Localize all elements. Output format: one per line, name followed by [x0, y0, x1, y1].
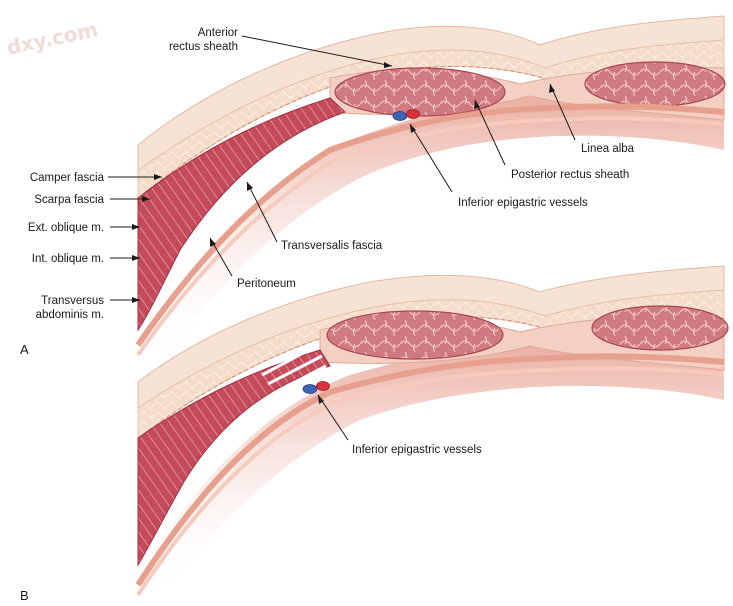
label-inferior-epigastric-vessels-a: Inferior epigastric vessels	[458, 197, 588, 209]
panel-b-drawing	[135, 265, 729, 600]
panel-a-peritoneal-shadow	[138, 94, 724, 373]
panel-letter-a: A	[20, 342, 29, 357]
arrowhead-peritoneum	[210, 238, 216, 247]
panel-a-lateral-muscles	[137, 97, 346, 332]
arrowhead-linea-alba	[549, 84, 555, 93]
panel-a-transversalis-line	[135, 103, 725, 347]
label-anterior-rectus-sheath-line1: Anterior	[198, 27, 238, 39]
label-camper-fascia: Camper fascia	[30, 172, 105, 184]
label-inferior-epigastric-vessels-b: Inferior epigastric vessels	[352, 444, 482, 456]
panel-b-vein	[302, 384, 318, 394]
label-transversalis-fascia: Transversalis fascia	[281, 240, 383, 252]
panel-letter-b: B	[20, 588, 29, 603]
leader-transversalis-fascia	[246, 181, 278, 243]
arrowhead-transversalis-fascia	[247, 182, 253, 191]
panel-a-artery	[406, 109, 420, 119]
panel-b-peritoneum-line	[136, 366, 725, 597]
leader-linea-alba	[549, 83, 576, 141]
watermark: dxy.com	[4, 17, 99, 60]
arrowhead-posterior-rectus-sheath	[474, 100, 480, 109]
label-posterior-rectus-sheath: Posterior rectus sheath	[511, 169, 629, 181]
label-transversus-line1: Transversus	[41, 295, 104, 307]
panel-b-rectus-muscle-left	[326, 310, 504, 360]
leader-posterior-rectus-sheath	[474, 99, 506, 166]
label-transversus-line2: abdominis m.	[36, 309, 104, 321]
leader-lines	[108, 35, 576, 441]
arrowhead-inferior-epigastric-a	[410, 124, 416, 133]
panel-b-transversalis-line	[135, 353, 725, 587]
panel-b-artery	[316, 381, 330, 391]
label-int-oblique: Int. oblique m.	[32, 253, 104, 265]
label-anterior-rectus-sheath-line2: rectus sheath	[169, 41, 238, 53]
label-scarpa-fascia: Scarpa fascia	[34, 194, 104, 206]
panel-a-vein	[392, 111, 408, 121]
label-linea-alba: Linea alba	[581, 143, 635, 155]
panel-a-peritoneum-line	[136, 116, 725, 357]
panel-b-rectus-muscle-right	[591, 305, 729, 351]
panel-a-scarpa-line	[137, 65, 725, 199]
arrowhead-int-oblique	[132, 255, 140, 261]
arrowhead-ext-oblique	[132, 224, 140, 230]
panel-a-rectus-muscle-left	[334, 67, 506, 117]
label-peritoneum: Peritoneum	[237, 278, 296, 290]
label-ext-oblique: Ext. oblique m.	[28, 222, 104, 234]
panel-a-rectus-muscle-right	[584, 61, 726, 107]
arrowhead-camper-fascia	[154, 174, 162, 180]
arrowhead-transversus	[132, 297, 140, 303]
panel-b-aponeurosis-gap	[261, 343, 327, 395]
leader-inferior-epigastric-b	[317, 394, 349, 441]
leader-inferior-epigastric-a	[409, 123, 453, 193]
arrowhead-anterior-rectus-sheath	[384, 62, 392, 68]
panel-b-lateral-muscles	[137, 349, 331, 567]
labels: Anterior rectus sheath Linea alba Poster…	[20, 27, 635, 603]
arrowhead-inferior-epigastric-b	[318, 395, 324, 404]
arrowhead-scarpa-fascia	[142, 196, 150, 202]
panel-a-drawing	[135, 15, 726, 373]
leader-anterior-rectus-sheath	[241, 35, 393, 67]
